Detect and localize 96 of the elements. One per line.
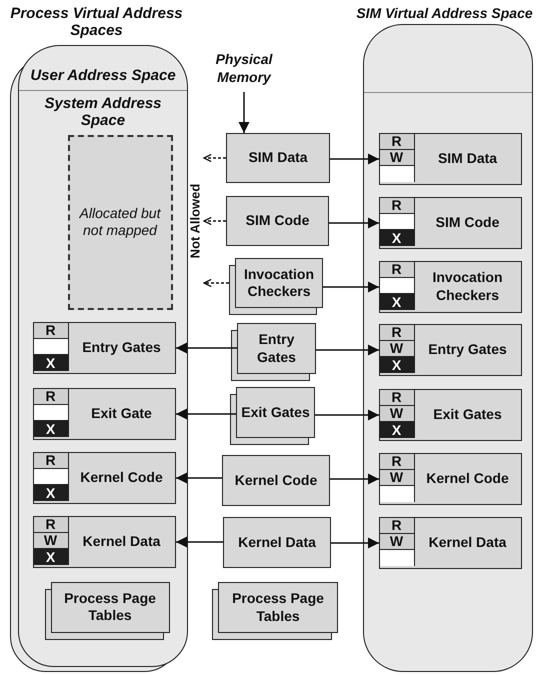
permission-flag (380, 166, 414, 182)
arrow (176, 342, 237, 354)
arrow (323, 282, 379, 292)
arrow (331, 538, 379, 548)
memory-region-box (222, 455, 330, 506)
permission-flag: W (380, 470, 414, 486)
permission-flag: R (380, 198, 414, 214)
permission-flag: R (380, 324, 414, 341)
memory-region-box (50, 582, 170, 632)
permission-flag: R (380, 134, 414, 150)
arrow (316, 344, 379, 356)
permission-flag (380, 550, 414, 566)
arrow (176, 408, 236, 420)
panel-title: SIM Virtual Address Space (355, 4, 534, 23)
permission-flag: R (34, 516, 68, 533)
permission-flag (380, 278, 414, 294)
memory-region-box (223, 517, 331, 568)
permission-flag: W (380, 406, 414, 422)
permission-flag: X (380, 422, 414, 438)
region-label: Kernel Data (82, 532, 162, 550)
region-label: Invocation Checkers (431, 269, 504, 304)
permission-flag: X (34, 355, 68, 372)
region-label: Entry Gates (81, 338, 162, 356)
permission-flag: R (34, 452, 68, 469)
memory-region-box (236, 387, 315, 438)
memory-region-box (218, 582, 338, 633)
region-label: SIM Code (434, 214, 500, 232)
arrow (330, 474, 379, 484)
region-label: Process Page Tables (63, 590, 157, 624)
permission-flag (34, 468, 68, 486)
permission-flag: X (380, 230, 414, 246)
permission-flag: X (380, 294, 414, 310)
memory-region-box (378, 452, 522, 504)
permission-flag (34, 404, 68, 422)
vertical-label: Not Allowed (188, 184, 202, 258)
memory-heading: Physical Memory (196, 50, 292, 86)
arrow (315, 410, 379, 420)
arrow (238, 92, 250, 133)
memory-region-box (32, 388, 176, 440)
memory-region-box (378, 260, 522, 312)
memory-region-box (235, 258, 323, 308)
permission-flag (380, 486, 414, 502)
permission-flag: W (380, 534, 414, 550)
arrow (330, 154, 379, 164)
region-label: Kernel Code (425, 470, 510, 488)
region-label: Exit Gate (90, 404, 153, 422)
arrow (176, 536, 223, 548)
region-label: Invocation Checkers (242, 266, 315, 300)
permission-flag: R (380, 454, 414, 470)
region-label: Entry Gates (427, 340, 508, 358)
memory-region-box (237, 323, 316, 374)
permission-flag: R (34, 388, 68, 405)
panel-title: Process Virtual Address Spaces (9, 4, 184, 41)
region-label: Kernel Code (234, 472, 318, 490)
section-heading: System Address Space (44, 95, 162, 130)
region-label: Entry Gates (256, 331, 297, 366)
arrow (329, 218, 379, 228)
arrow (203, 278, 229, 288)
arrow (203, 154, 226, 162)
region-label: Kernel Code (79, 468, 164, 486)
permission-flag: W (380, 340, 414, 358)
region-label: Allocated but not mapped (78, 204, 162, 240)
permission-flag: R (380, 390, 414, 406)
panel-heading: User Address Space (30, 66, 176, 84)
permission-flag (34, 338, 68, 356)
permission-flag: X (380, 357, 414, 374)
memory-region-box (378, 132, 522, 184)
permission-flag (380, 214, 414, 230)
region-label: Kernel Data (428, 534, 508, 552)
memory-region-box (226, 133, 330, 183)
region-label: Exit Gates (240, 404, 311, 422)
memory-region-box (378, 196, 522, 248)
region-label: Kernel Data (237, 534, 317, 552)
permission-flag: W (380, 150, 414, 166)
permission-flag: X (34, 549, 68, 566)
memory-region-box (226, 196, 329, 246)
memory-region-box (32, 452, 176, 504)
permission-flag: R (380, 262, 414, 278)
region-label: Process Page Tables (231, 590, 325, 625)
permission-flag: R (34, 322, 68, 339)
memory-region-box (378, 324, 522, 376)
region-label: SIM Data (247, 149, 309, 167)
memory-region-box (378, 516, 522, 568)
memory-region-box (32, 516, 176, 568)
memory-region-box (32, 322, 176, 374)
region-label: SIM Data (436, 150, 498, 168)
permission-flag: W (34, 532, 68, 550)
unmapped-region-box (68, 134, 172, 310)
region-label: SIM Code (244, 212, 310, 230)
region-label: Exit Gates (432, 406, 503, 424)
arrow (176, 472, 222, 484)
permission-flag: X (34, 485, 68, 502)
arrow (203, 216, 226, 226)
permission-flag: X (34, 421, 68, 438)
memory-region-box (378, 388, 522, 440)
permission-flag: R (380, 518, 414, 534)
